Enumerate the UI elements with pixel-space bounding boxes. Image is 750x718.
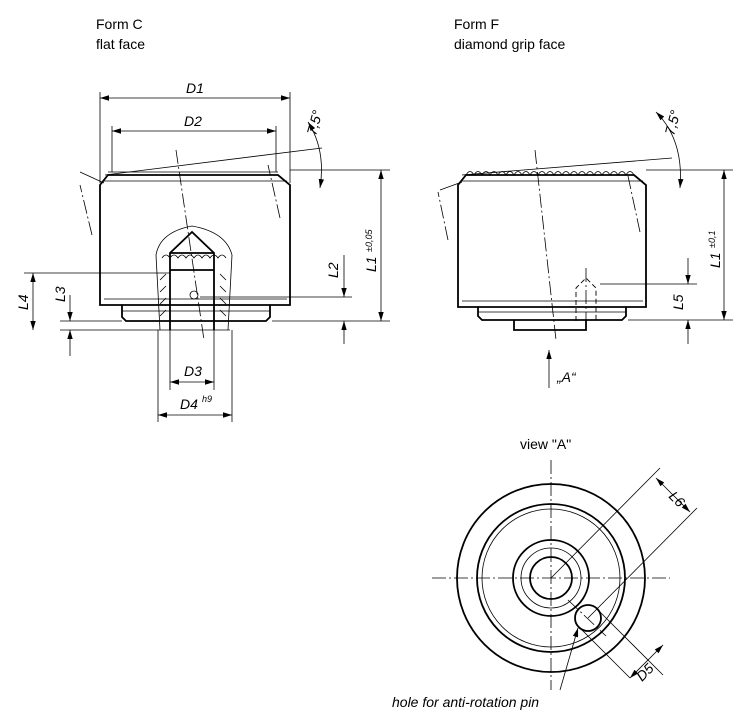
form-c-subtitle: flat face (96, 36, 145, 52)
dim-d4-label: D4 (180, 396, 198, 412)
dim-d5-label: D5 (633, 660, 657, 684)
dim-d1-label: D1 (186, 80, 204, 96)
dim-l1-tolerance-f: ±0,1 (707, 231, 717, 248)
dim-d4-tolerance: h9 (202, 394, 212, 404)
form-f-title: Form F (454, 16, 499, 32)
dim-d3-label: D3 (184, 363, 202, 379)
form-f-dimensions: 7,5° L1 ±0,1 L5 „A“ (546, 108, 733, 388)
view-a-title: view "A" (520, 436, 571, 452)
view-arrow-label: „A“ (556, 369, 577, 385)
angle-f-label: 7,5° (661, 108, 683, 137)
form-c-title: Form C (96, 16, 143, 32)
dim-l1-tolerance-c: ±0,05 (364, 229, 374, 252)
view-a-drawing: L6 D5 (432, 460, 698, 691)
dim-l1-label: L1 (363, 256, 379, 272)
form-c-part (79, 147, 323, 341)
form-f-subtitle: diamond grip face (454, 36, 566, 52)
dim-l5-label: L5 (670, 294, 686, 310)
pin-hole-label: hole for anti-rotation pin (392, 694, 539, 710)
dim-l3-label: L3 (52, 286, 68, 302)
form-f-part (437, 149, 673, 341)
dim-d2-label: D2 (184, 113, 202, 129)
angle-c-label: 7,5° (303, 108, 325, 137)
dim-l4-label: L4 (15, 294, 31, 310)
dim-l1-f-label: L1 (707, 252, 723, 268)
form-c-dimensions: D1 D2 7,5° L1 ±0,05 L2 L3 L4 D3 (15, 80, 390, 422)
dim-l2-label: L2 (325, 262, 341, 278)
